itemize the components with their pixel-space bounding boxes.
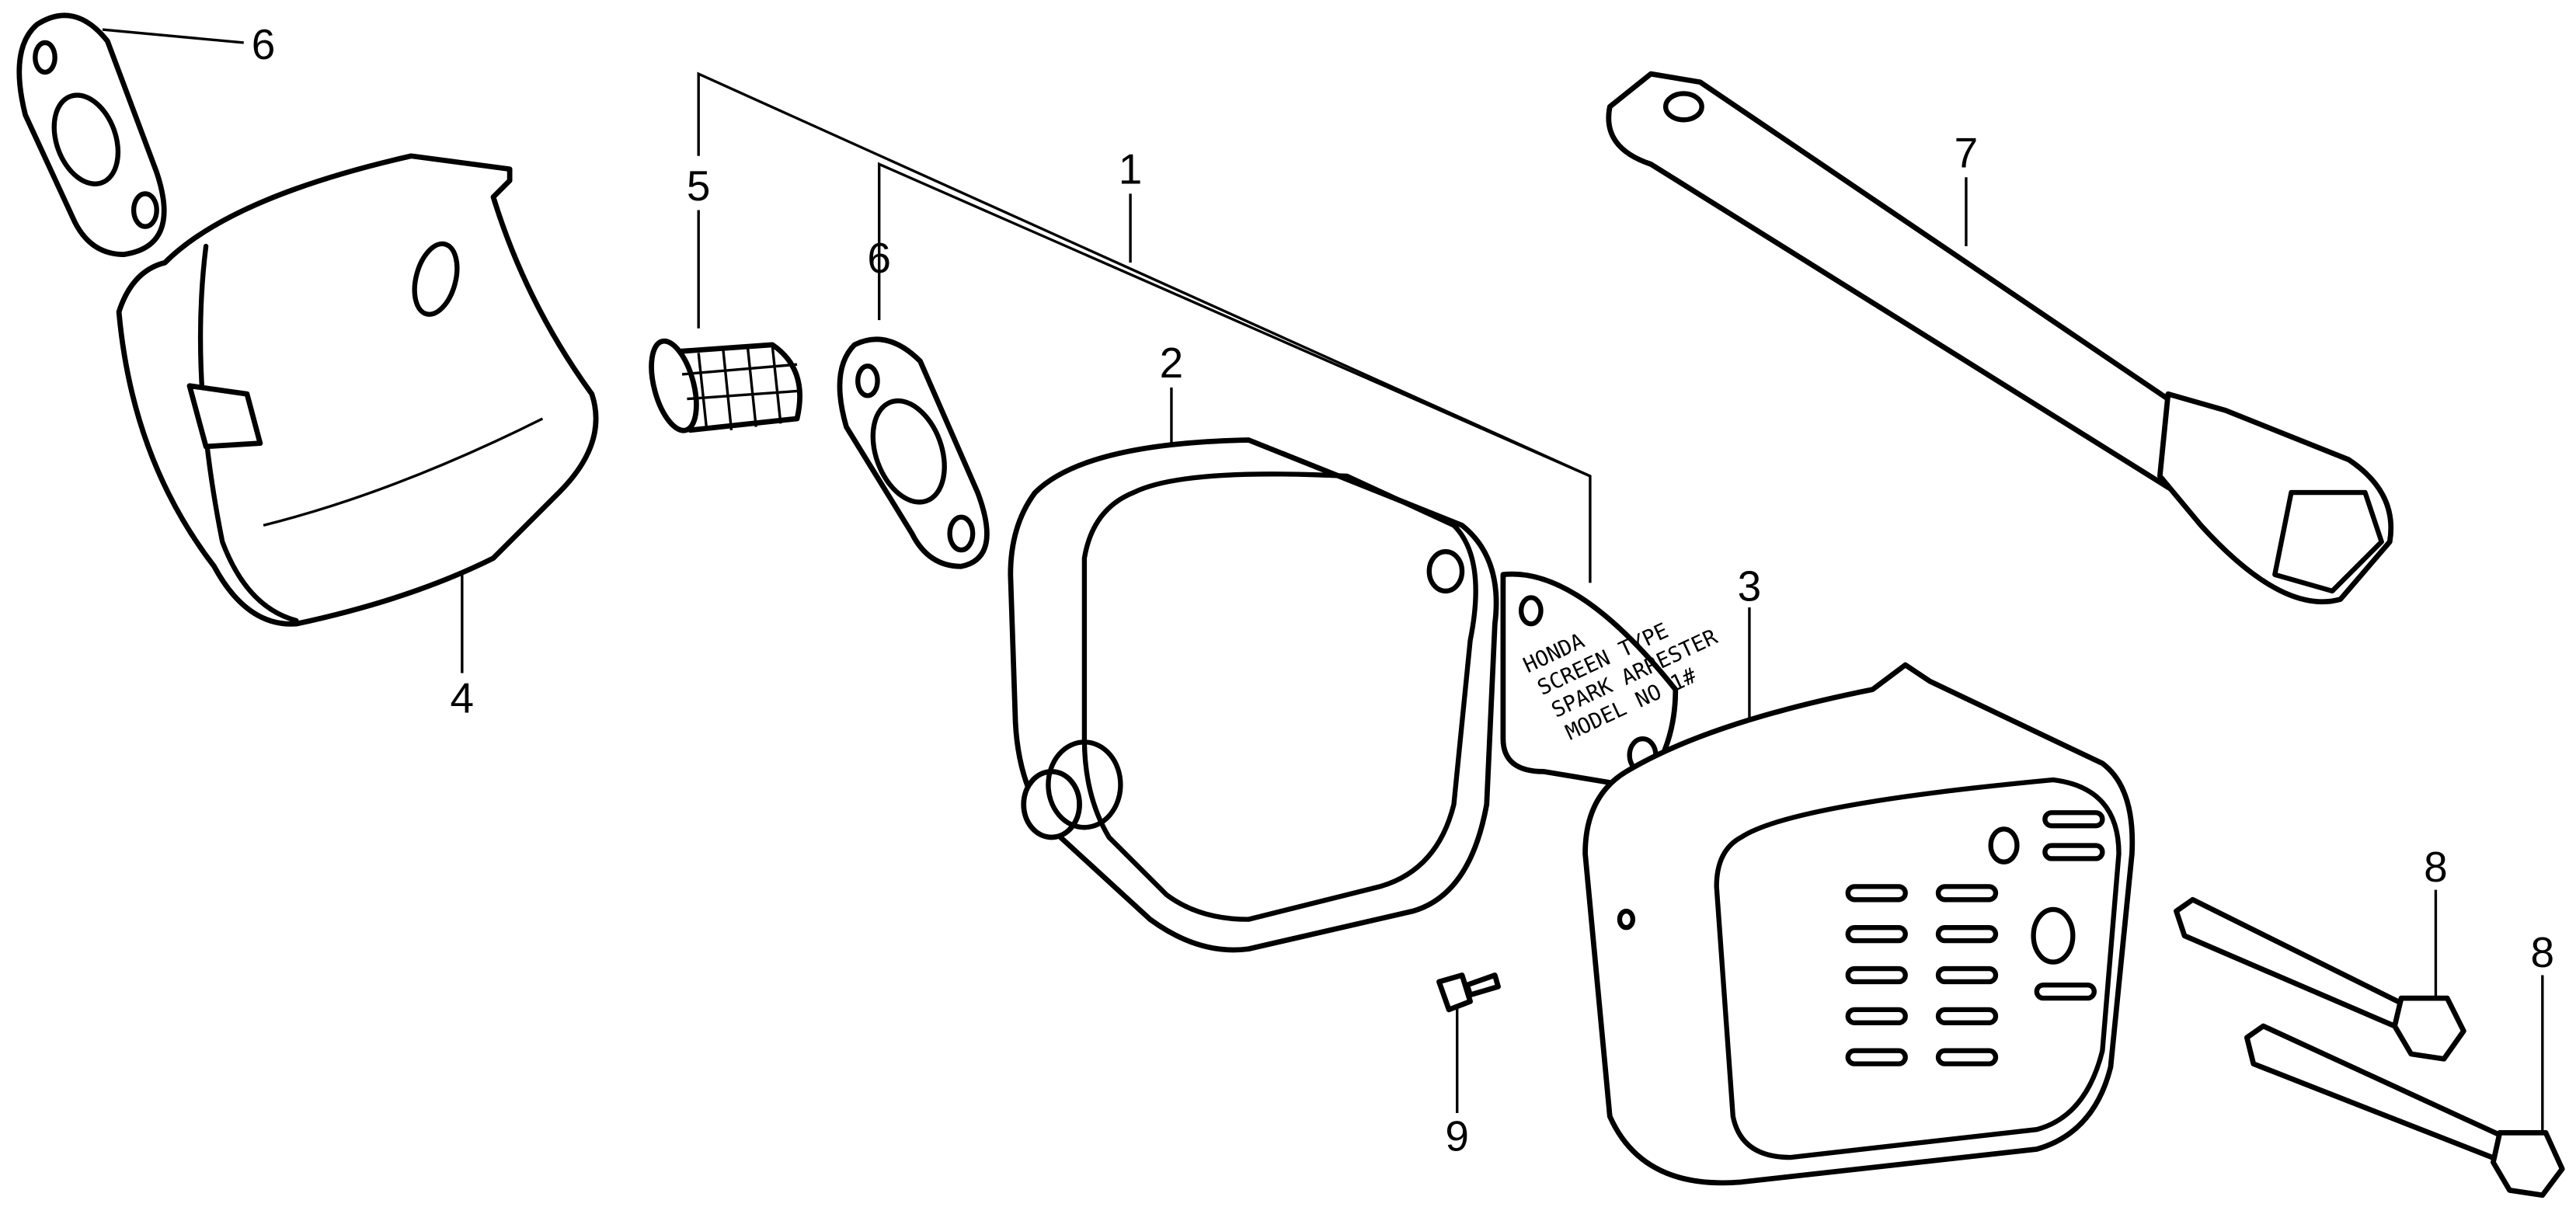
callout-7: 7: [1955, 129, 1979, 177]
callout-6-upper: 6: [252, 20, 276, 68]
cover-vent-slots: [1845, 810, 2105, 1066]
leader-lines: [102, 28, 2544, 1158]
bolt-upper[interactable]: [2174, 896, 2466, 1062]
callout-2: 2: [1160, 339, 1184, 387]
gasket-middle[interactable]: [837, 336, 990, 569]
muffler-protector[interactable]: [116, 153, 599, 627]
callout-5: 5: [687, 162, 711, 210]
gasket-upper-left[interactable]: [16, 12, 167, 257]
box-wrench-tool[interactable]: [1606, 71, 2394, 605]
callout-8-lower: 8: [2531, 928, 2555, 976]
callout-8-upper: 8: [2424, 843, 2448, 891]
callout-6-middle: 6: [867, 234, 891, 282]
callout-3: 3: [1738, 562, 1762, 611]
callout-9: 9: [1445, 1112, 1469, 1160]
callout-4: 4: [451, 673, 475, 722]
callout-1: 1: [1119, 145, 1143, 193]
screw[interactable]: [1436, 972, 1501, 1013]
muffler-cover[interactable]: [1582, 662, 2136, 1186]
bolt-lower[interactable]: [2244, 1023, 2565, 1198]
spark-arrester-screen[interactable]: [643, 336, 802, 435]
